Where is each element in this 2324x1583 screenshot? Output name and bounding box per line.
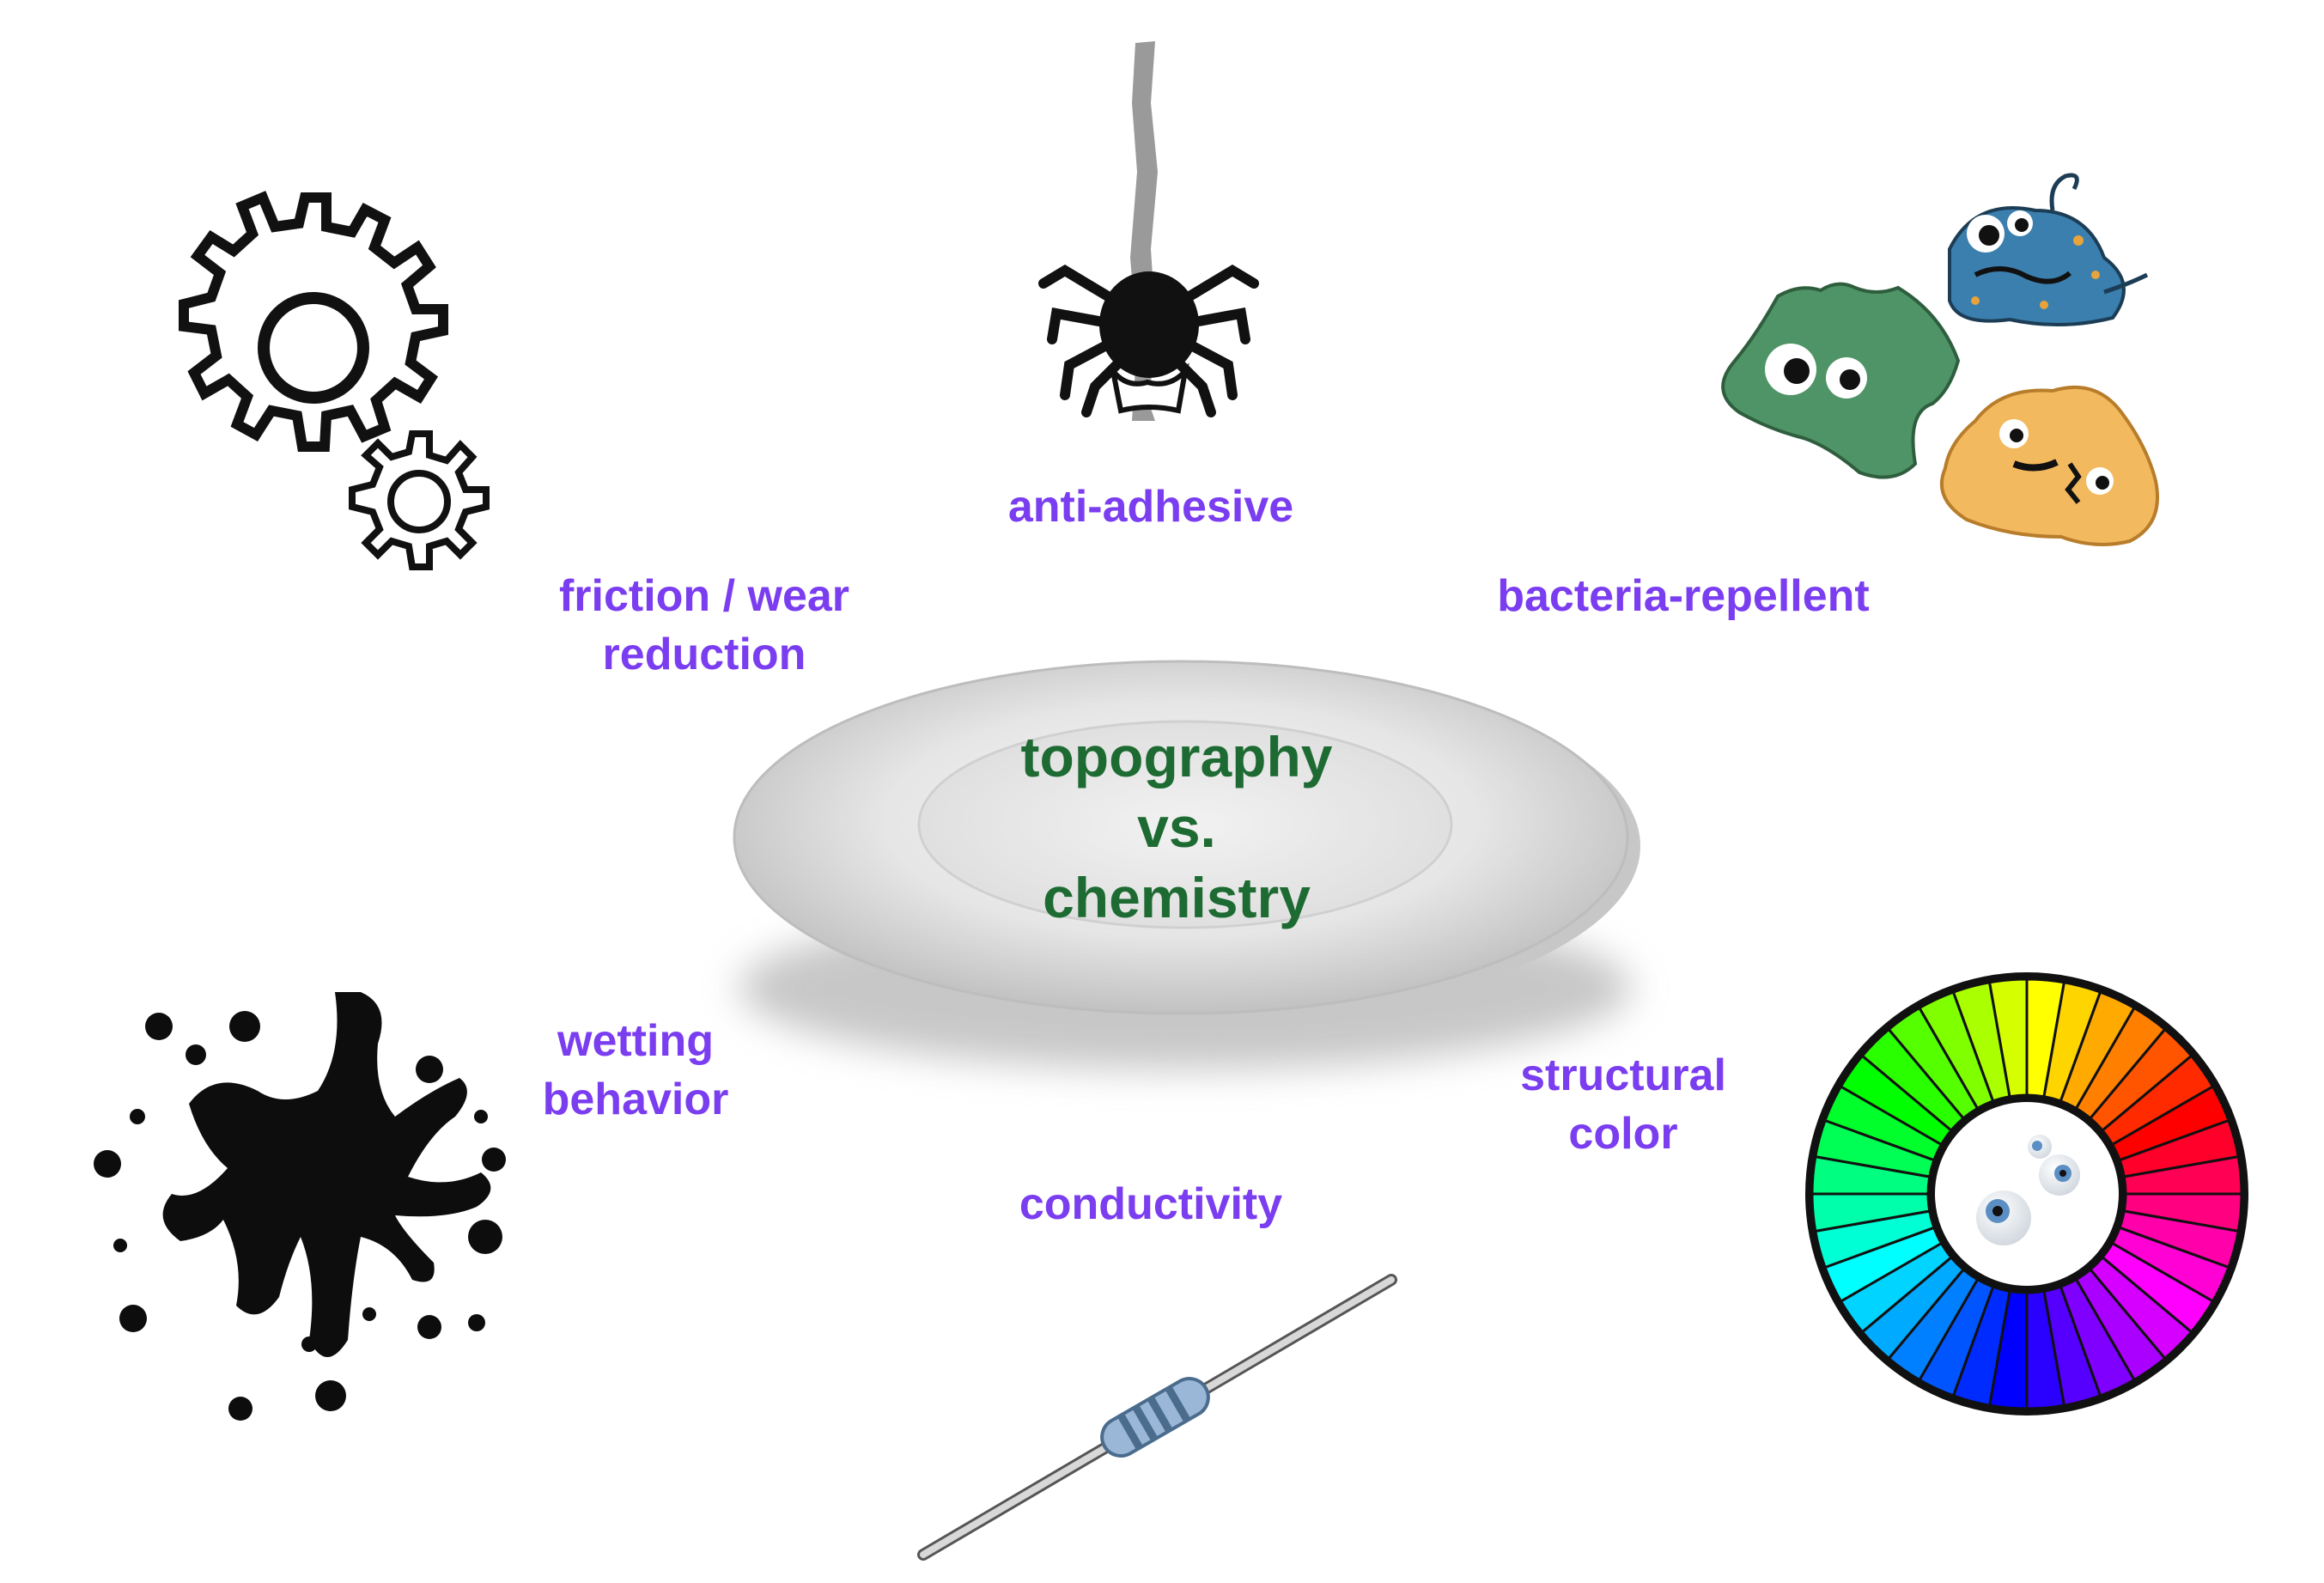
label-conductivity: conductivity bbox=[970, 1175, 1331, 1233]
label-structural-line2: color bbox=[1568, 1109, 1678, 1159]
label-anti-adhesive: anti-adhesive bbox=[970, 478, 1331, 536]
center-title-line1: topography bbox=[1020, 725, 1333, 788]
color-wheel-icon bbox=[1805, 972, 2248, 1416]
label-friction-line1: friction / wear bbox=[558, 571, 850, 621]
label-friction-wear: friction / wear reduction bbox=[515, 567, 893, 684]
eyeballs-icon bbox=[1976, 1135, 2080, 1245]
label-wetting-line1: wetting bbox=[557, 1016, 714, 1066]
label-wetting-behavior: wetting behavior bbox=[507, 1012, 764, 1129]
center-title-line3: chemistry bbox=[1043, 866, 1311, 929]
label-bacteria-text: bacteria-repellent bbox=[1497, 571, 1870, 621]
gears-icon bbox=[179, 191, 490, 570]
center-title: topography vs. chemistry bbox=[910, 721, 1443, 933]
resistor-icon bbox=[917, 1274, 1397, 1561]
label-friction-line2: reduction bbox=[602, 630, 806, 679]
plate-icon bbox=[733, 660, 1640, 1069]
bacteria-icon bbox=[1721, 173, 2159, 546]
label-anti-adhesive-text: anti-adhesive bbox=[1007, 482, 1294, 532]
ink-splash-icon bbox=[94, 992, 506, 1421]
label-structural-line1: structural bbox=[1520, 1050, 1726, 1100]
color-wheel-segment bbox=[1987, 977, 2029, 1099]
center-title-line2: vs. bbox=[1137, 795, 1216, 859]
label-wetting-line2: behavior bbox=[542, 1075, 729, 1124]
label-structural-color: structural color bbox=[1486, 1046, 1761, 1163]
label-bacteria-repellent: bacteria-repellent bbox=[1434, 567, 1932, 625]
label-conductivity-text: conductivity bbox=[1019, 1179, 1283, 1229]
spider-icon bbox=[1038, 41, 1259, 421]
